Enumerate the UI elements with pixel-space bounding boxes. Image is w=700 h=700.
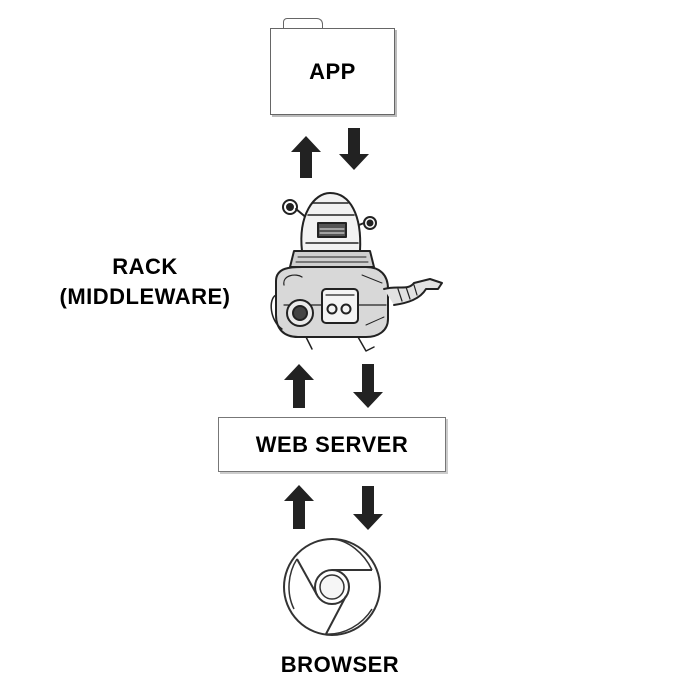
up-arrow-icon	[291, 136, 321, 178]
robot-icon	[270, 192, 443, 352]
app-label: APP	[309, 58, 356, 84]
app-node: APP	[270, 28, 395, 115]
down-arrow-icon	[339, 128, 369, 170]
rack-label: RACK (MIDDLEWARE)	[30, 252, 260, 312]
down-arrow-icon	[353, 486, 383, 530]
app-folder-tab	[283, 18, 323, 29]
rack-label-line2: (MIDDLEWARE)	[59, 284, 231, 309]
web-server-node: WEB SERVER	[218, 417, 446, 472]
browser-label: BROWSER	[280, 652, 400, 677]
up-arrow-icon	[284, 485, 314, 529]
chrome-browser-icon	[283, 538, 381, 636]
rack-label-line1: RACK	[112, 254, 178, 279]
up-arrow-icon	[284, 364, 314, 408]
down-arrow-icon	[353, 364, 383, 408]
web-server-label: WEB SERVER	[255, 431, 409, 457]
